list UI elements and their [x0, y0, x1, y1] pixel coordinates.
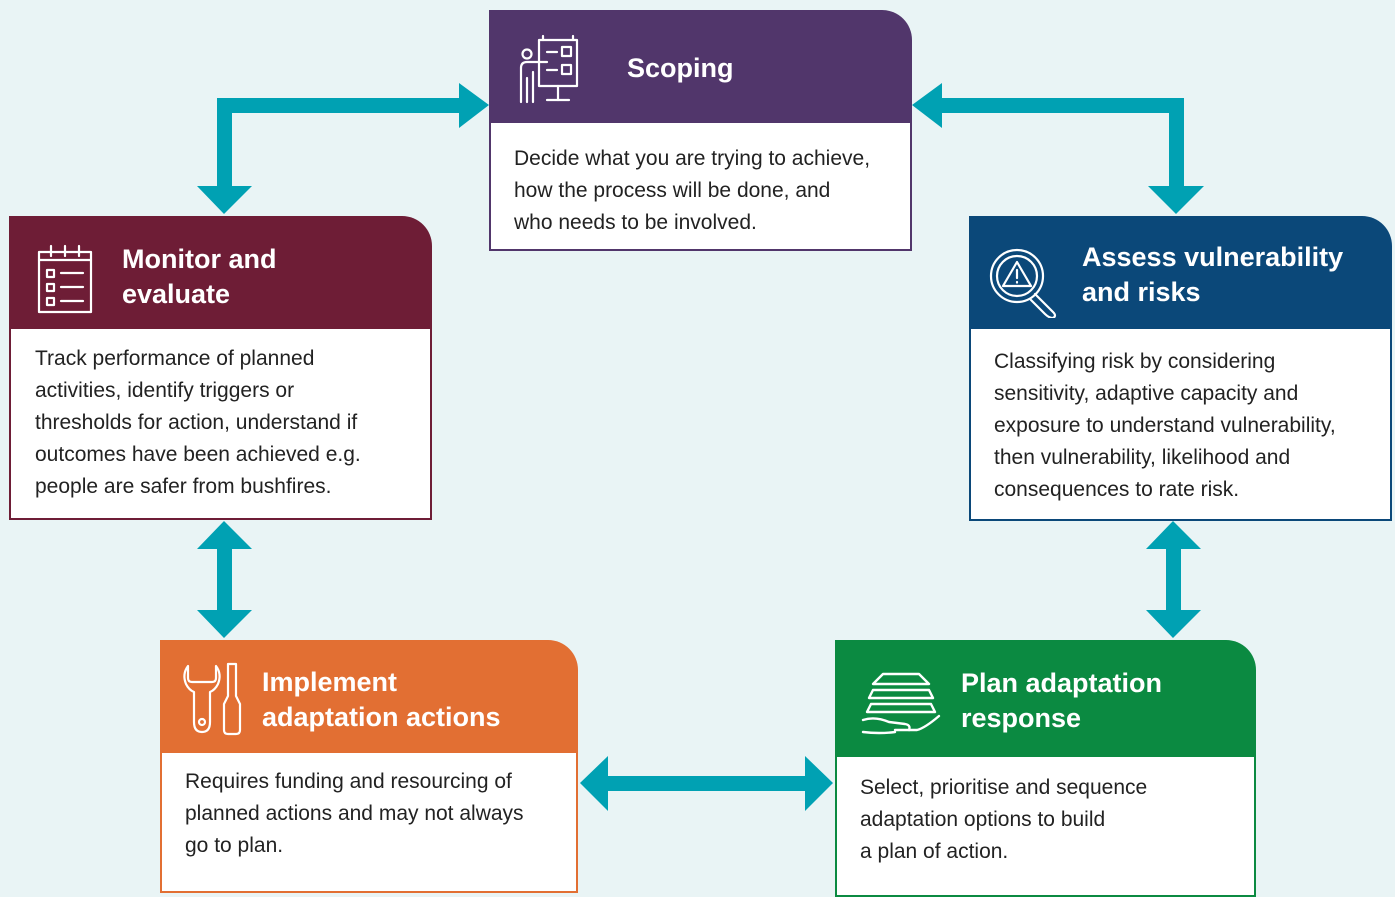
stage-card-assess: Assess vulnerability and risks Classifyi… [969, 216, 1392, 521]
magnifier-warning-icon [987, 248, 1061, 318]
connector-implement-plan [580, 756, 833, 811]
stage-header-monitor: Monitor and evaluate [9, 216, 432, 329]
stage-card-monitor: Monitor and evaluate Track performance o… [9, 216, 432, 520]
stage-card-scoping: Scoping Decide what you are trying to ac… [489, 10, 912, 251]
stage-title-plan: Plan adaptation response [961, 668, 1163, 733]
stage-header-assess: Assess vulnerability and risks [969, 216, 1392, 329]
stage-header-scoping: Scoping [489, 10, 912, 123]
checklist-notepad-icon [35, 244, 95, 314]
connector-monitor-implement [197, 521, 252, 638]
connector-scoping-monitor [197, 83, 489, 214]
stage-description-plan: Select, prioritise and sequence adaptati… [860, 776, 1148, 863]
stage-header-implement: Implement adaptation actions [160, 640, 578, 753]
stage-body-assess [969, 329, 1392, 521]
stage-description-implement: Requires funding and resourcing of plann… [185, 770, 524, 857]
tools-icon [180, 660, 244, 736]
connector-scoping-assess [912, 83, 1204, 214]
stage-description-assess: Classifying risk by considering sensitiv… [994, 350, 1336, 501]
cycle-connectors [197, 83, 1204, 811]
stage-card-plan: Plan adaptation response Select, priorit… [835, 640, 1256, 897]
stage-body-scoping [489, 123, 912, 251]
presentation-board-icon [517, 34, 583, 106]
stage-title-monitor: Monitor and evaluate [122, 244, 277, 309]
stage-title-scoping: Scoping [627, 53, 734, 83]
stage-card-implement: Implement adaptation actions Requires fu… [160, 640, 578, 893]
stage-title-assess: Assess vulnerability and risks [1082, 242, 1344, 307]
stage-header-plan: Plan adaptation response [835, 640, 1256, 757]
stage-title-implement: Implement adaptation actions [262, 667, 501, 732]
hand-stack-icon [861, 670, 941, 736]
stage-body-monitor [9, 329, 432, 520]
connector-assess-plan [1146, 521, 1201, 638]
stage-description-scoping: Decide what you are trying to achieve, h… [514, 147, 871, 234]
stage-body-plan [835, 757, 1256, 897]
stage-description-monitor: Track performance of planned activities,… [35, 347, 361, 498]
